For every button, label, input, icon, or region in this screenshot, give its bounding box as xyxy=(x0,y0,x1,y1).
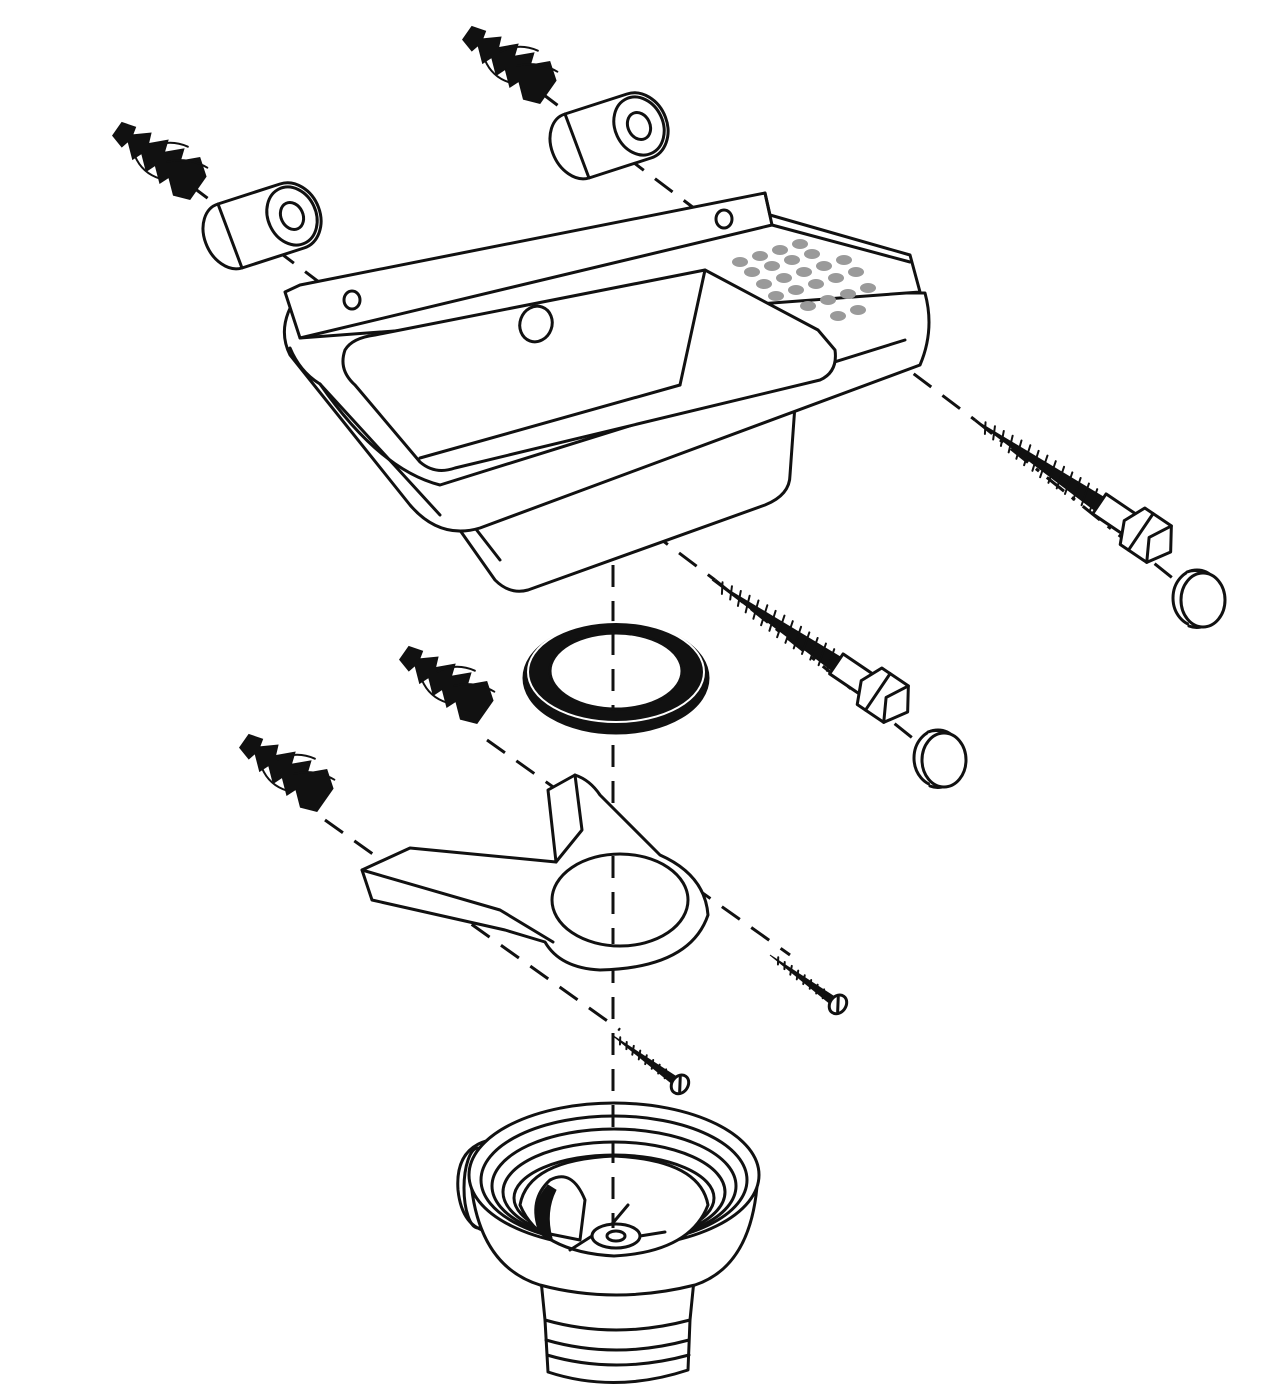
spacer-sleeve-left xyxy=(201,177,328,271)
drain-strainer xyxy=(456,1101,761,1385)
mounting-hole-right xyxy=(714,208,734,230)
basin-inner xyxy=(341,268,837,472)
sink-basin xyxy=(282,191,931,593)
axis-bracket-left xyxy=(324,818,621,1032)
bracket-screw-left xyxy=(604,1025,694,1099)
wall-plug-mid-left xyxy=(230,718,343,818)
axis-upper-right-dashdot xyxy=(974,418,1201,602)
bracket-screw-right xyxy=(762,945,852,1019)
support-bracket xyxy=(360,773,710,972)
lag-screw-right xyxy=(961,400,1185,572)
drainboard-perforations xyxy=(732,239,876,321)
screw-cap-left xyxy=(912,728,968,789)
wall-plug-mid-right xyxy=(390,630,503,730)
spacer-sleeve-right xyxy=(548,87,675,181)
screw-cap-right xyxy=(1171,568,1227,629)
mounting-hole-left xyxy=(342,289,362,311)
sealing-ring xyxy=(522,621,710,735)
wall-plug-top-right xyxy=(453,10,566,110)
overflow-hole xyxy=(518,304,554,344)
lag-screw-left xyxy=(698,560,922,732)
